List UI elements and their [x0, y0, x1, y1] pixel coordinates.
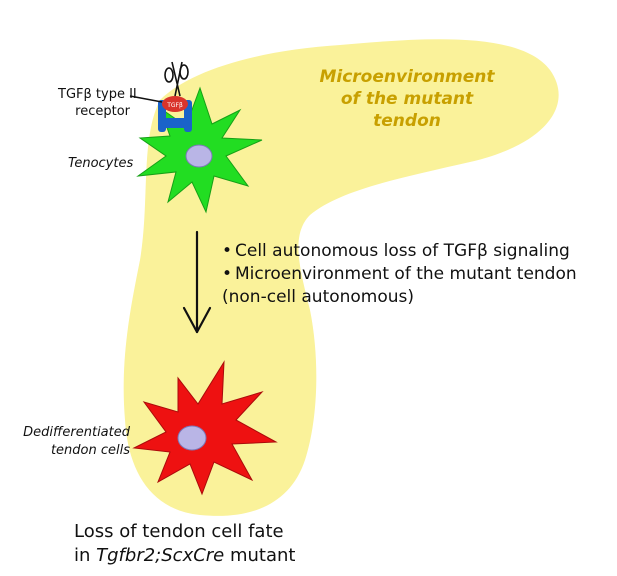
receptor-label-line-1: TGFβ type II	[58, 87, 137, 102]
scissors-icon	[164, 61, 189, 97]
caption-line-1: Loss of tendon cell fate	[74, 521, 284, 542]
bullet-dot: •	[222, 264, 233, 284]
bullet-list: • Cell autonomous loss of TGFβ signaling…	[222, 240, 577, 309]
receptor-label: TGFβ type II receptor	[58, 86, 137, 120]
microenvironment-line-2: of the mutant	[340, 89, 474, 109]
caption-line-2: in Tgfbr2;ScxCre mutant	[74, 544, 304, 568]
bullet-text: Microenvironment of the mutant tendon	[235, 264, 577, 284]
microenvironment-line-3: tendon	[373, 111, 441, 131]
bullet-continuation: (non-cell autonomous)	[222, 287, 415, 307]
bullet-dot: •	[222, 241, 233, 261]
microenvironment-region	[123, 39, 559, 516]
transition-arrow	[182, 230, 212, 334]
bullet-item: • Microenvironment of the mutant tendon	[222, 263, 577, 286]
dedifferentiated-cell	[132, 360, 278, 496]
dedifferentiated-label: Dedifferentiated tendon cells	[8, 424, 130, 460]
microenvironment-line-1: Microenvironment	[319, 67, 495, 87]
ligand-label: TGFβ	[166, 102, 183, 109]
receptor-label-line-2: receptor	[75, 104, 130, 119]
dediff-nucleus	[177, 425, 207, 451]
tgfb-receptor: TGFβ	[158, 96, 192, 132]
bullet-item: • Cell autonomous loss of TGFβ signaling	[222, 240, 577, 263]
dediff-label-line-1: Dedifferentiated	[23, 425, 130, 440]
bottom-caption: Loss of tendon cell fate in Tgfbr2;ScxCr…	[74, 520, 304, 568]
bullet-text: Cell autonomous loss of TGFβ signaling	[235, 241, 570, 261]
caption-genotype: Tgfbr2;ScxCre	[96, 545, 225, 566]
tenocytes-label: Tenocytes	[68, 156, 134, 171]
dediff-label-line-2: tendon cells	[50, 443, 130, 458]
microenvironment-label: Microenvironment of the mutant tendon	[318, 66, 496, 132]
caption-prefix: in	[74, 545, 97, 566]
receptor-pointer	[129, 95, 163, 103]
tenocyte-nucleus	[185, 144, 213, 168]
caption-suffix: mutant	[224, 545, 296, 566]
